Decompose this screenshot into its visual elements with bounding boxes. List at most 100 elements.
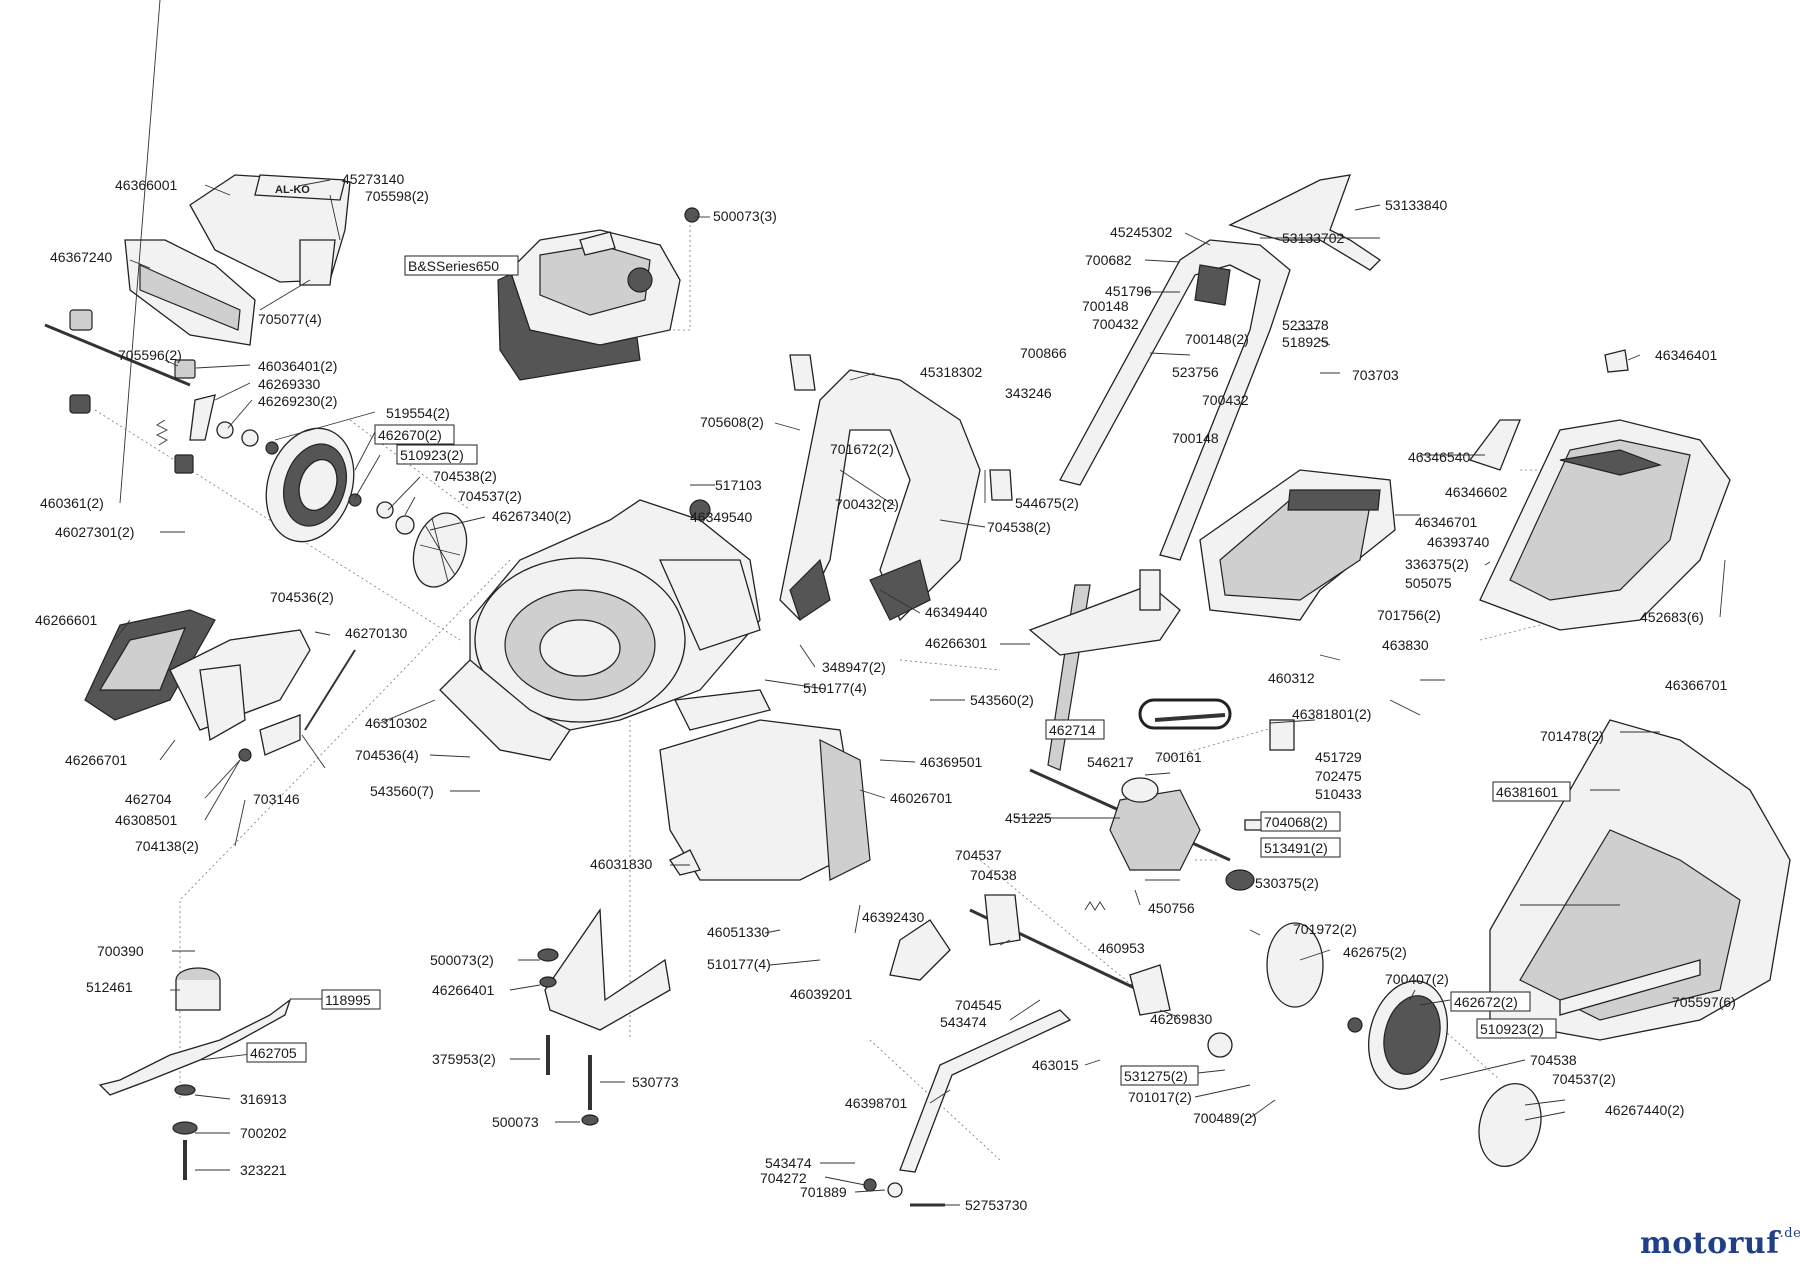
part-label: 46051330 [707,924,770,940]
part-label: 704537 [955,847,1002,863]
part-label: 46036401(2) [258,358,337,374]
part-label: 450756 [1148,900,1195,916]
part-label: 500073(3) [713,208,777,224]
part-labels: 46366001 45273140 705598(2) 46367240 705… [35,171,1736,1213]
mower-deck-icon [439,499,761,761]
part-label: 543560(7) [370,783,434,799]
part-label: 700866 [1020,345,1067,361]
part-label: 700148(2) [1185,331,1249,347]
part-label: 704272 [760,1170,807,1186]
part-label: 451225 [1005,810,1052,826]
part-label: 512461 [86,979,133,995]
logo-tld: .de [1779,1226,1800,1241]
part-label: 46369501 [920,754,983,770]
part-label: 46310302 [365,715,428,731]
part-label: 46270130 [345,625,408,641]
part-label: 46039201 [790,986,853,1002]
part-label: 700489(2) [1193,1110,1257,1126]
part-label: 544675(2) [1015,495,1079,511]
part-label: 46269230(2) [258,393,337,409]
part-label: 451796 [1105,283,1152,299]
part-label: 45273140 [342,171,405,187]
side-discharge-icon [84,609,356,762]
part-label-boxed: B&SSeries650 [408,258,499,274]
part-label: 700390 [97,943,144,959]
part-label: 700432 [1202,392,1249,408]
part-label: 704538 [1530,1052,1577,1068]
part-label: 46346540 [1408,449,1471,465]
part-label: 523756 [1172,364,1219,380]
part-label: 530773 [632,1074,679,1090]
part-label: 505075 [1405,575,1452,591]
part-label: 543474 [765,1155,812,1171]
part-label-boxed: 704068(2) [1264,814,1328,830]
part-label: 704538(2) [433,468,497,484]
part-label: 46266601 [35,612,98,628]
part-label-boxed: 462705 [250,1045,297,1061]
deflector-icon [1028,569,1181,656]
part-label: 463015 [1032,1057,1079,1073]
part-label: 701672(2) [830,441,894,457]
front-axle-icon [889,894,1542,1167]
part-label: 700682 [1085,252,1132,268]
part-label: 704537(2) [1552,1071,1616,1087]
part-label: 348947(2) [822,659,886,675]
part-label: 700161 [1155,749,1202,765]
part-label: 704138(2) [135,838,199,854]
part-label: 700432 [1092,316,1139,332]
part-label: 704536(2) [270,589,334,605]
part-label: 46026701 [890,790,953,806]
part-label: 518925 [1282,334,1329,350]
part-label: 46266701 [65,752,128,768]
part-label: 46349440 [925,604,988,620]
part-label: 705597(6) [1672,994,1736,1010]
part-label-boxed: 118995 [325,992,371,1008]
part-label: 701972(2) [1293,921,1357,937]
catcher-top-icon [1468,349,1731,631]
part-label: 46346701 [1415,514,1478,530]
part-label: 500073 [492,1114,539,1130]
mulch-insert-icon [659,689,871,881]
part-label: 510177(4) [707,956,771,972]
part-label: 46269830 [1150,1011,1213,1027]
part-label: 523378 [1282,317,1329,333]
part-label: 704545 [955,997,1002,1013]
part-label: 700148 [1082,298,1129,314]
gearbox-icon [1029,713,1295,911]
part-label: 705598(2) [365,188,429,204]
part-label: 46366701 [1665,677,1728,693]
site-logo[interactable]: motoruf.de [1640,1226,1800,1261]
part-label: 323221 [240,1162,287,1178]
part-label: 46269330 [258,376,321,392]
part-label: 460361(2) [40,495,104,511]
part-label: 462704 [125,791,172,807]
rear-wheel-left-icon [216,421,468,588]
part-label-boxed: 513491(2) [1264,840,1328,856]
part-label: 704538 [970,867,1017,883]
part-label: 500073(2) [430,952,494,968]
part-label: 46308501 [115,812,178,828]
part-label: 46266401 [432,982,495,998]
part-label: 546217 [1087,754,1134,770]
part-label: 704536(4) [355,747,419,763]
part-label-boxed: 510923(2) [400,447,464,463]
part-label: 700202 [240,1125,287,1141]
part-label-boxed: 462670(2) [378,427,442,443]
svg-text:AL-KO: AL-KO [275,184,310,196]
part-label: 510177(4) [803,680,867,696]
blade-icon [98,967,292,1180]
part-label: 46027301(2) [55,524,134,540]
part-label-boxed: 510923(2) [1480,1021,1544,1037]
part-label: 452683(6) [1640,609,1704,625]
part-label: 700407(2) [1385,971,1449,987]
part-label-boxed: 462672(2) [1454,994,1518,1010]
part-label: 46367240 [50,249,113,265]
part-label: 704538(2) [987,519,1051,535]
part-label: 451729 [1315,749,1362,765]
part-label: 53133702 [1282,230,1345,246]
part-label: 46393740 [1427,534,1490,550]
catcher-bag-icon [1489,719,1791,1041]
rear-axle-icon [44,309,216,474]
part-label: 463830 [1382,637,1429,653]
